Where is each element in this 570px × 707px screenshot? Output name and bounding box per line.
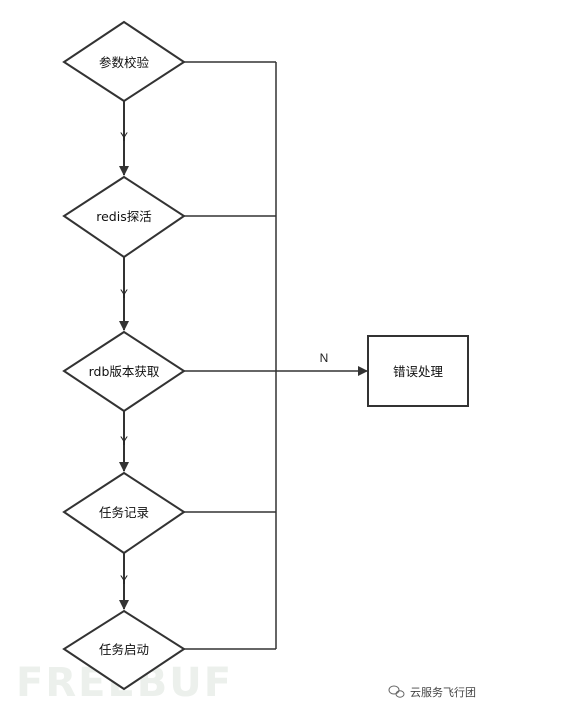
decision-label: 参数校验 xyxy=(99,55,150,70)
credit-text: 云服务飞行团 xyxy=(410,686,476,699)
edge-label-y: Y xyxy=(120,573,128,587)
decision-label: 任务记录 xyxy=(99,505,149,520)
process-label: 错误处理 xyxy=(393,364,444,379)
decision-rdb-version: rdb版本获取 xyxy=(62,330,186,413)
edge-label-n: N xyxy=(320,351,329,365)
process-error-handling: 错误处理 xyxy=(367,335,469,407)
edge-label-y: Y xyxy=(120,130,128,144)
decision-label: redis探活 xyxy=(96,209,151,224)
no-connectors xyxy=(184,61,368,650)
decision-param-check: 参数校验 xyxy=(62,20,186,103)
decision-task-record: 任务记录 xyxy=(62,471,186,555)
edge-label-y: Y xyxy=(120,287,128,301)
decision-task-start: 任务启动 xyxy=(62,609,186,691)
credit: 云服务飞行团 xyxy=(388,685,476,699)
decision-label: 任务启动 xyxy=(99,642,149,657)
decision-label: rdb版本获取 xyxy=(89,364,160,379)
wechat-icon xyxy=(388,685,405,698)
decision-redis-probe: redis探活 xyxy=(62,175,186,259)
edge-label-y: Y xyxy=(120,434,128,448)
